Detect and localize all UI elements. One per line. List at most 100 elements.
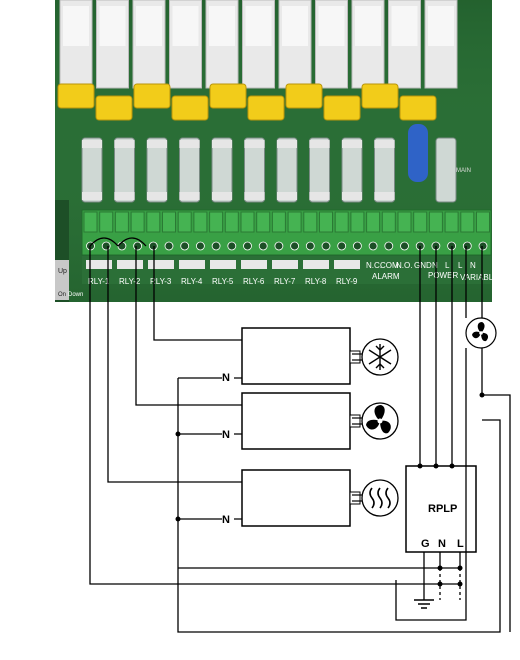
relay-label-box	[179, 260, 205, 269]
power-label: POWER	[428, 271, 458, 280]
relay-label-box	[334, 260, 360, 269]
fan-glyph	[366, 405, 391, 434]
device-heater	[241, 469, 351, 527]
fuse-cap	[114, 140, 135, 148]
terminal-screw	[271, 211, 286, 233]
fuse-cap	[342, 192, 362, 200]
terminal-screw	[413, 211, 428, 233]
fuse-cap	[212, 140, 232, 148]
terminal-screw	[83, 211, 98, 233]
relay-label-5: RLY-5	[212, 277, 234, 286]
power-gnd-label: GND	[414, 261, 432, 270]
fuse	[374, 137, 395, 203]
main-label: MAIN	[456, 168, 471, 174]
terminal-screw	[99, 211, 114, 233]
relay-label-box	[117, 260, 143, 269]
fuse-cap	[244, 140, 265, 148]
terminal-hole	[290, 241, 300, 251]
fuse-cap	[82, 140, 102, 148]
relay-label-box	[210, 260, 236, 269]
relay-label-plate	[428, 6, 454, 46]
terminal-hole	[274, 241, 284, 251]
terminal-hole	[384, 241, 394, 251]
relay-label-plate	[209, 6, 235, 46]
rplp-g-label: G	[421, 538, 430, 550]
fuse	[341, 137, 363, 203]
device-cooling	[241, 327, 351, 385]
rplp-label: RPLP	[428, 503, 457, 515]
relay-label-4: RLY-4	[181, 277, 203, 286]
fuse-cap	[342, 140, 362, 148]
terminal-hole	[243, 241, 252, 251]
fuse	[244, 137, 265, 203]
terminal-hole	[101, 241, 111, 251]
fuse-cap	[277, 192, 297, 200]
fuse	[179, 137, 200, 203]
terminal-hole	[368, 241, 378, 251]
fuse	[309, 137, 330, 203]
down-label: Down	[68, 292, 83, 298]
capacitor	[247, 95, 285, 121]
capacitor	[133, 83, 171, 109]
fuse	[81, 137, 103, 203]
relay-label-9: RLY-9	[336, 277, 358, 286]
terminal-screw	[476, 211, 490, 233]
terminal-screw	[224, 211, 239, 233]
relay-label-plate	[391, 6, 418, 46]
capacitor	[323, 95, 361, 121]
terminal-screw	[162, 211, 176, 233]
terminal-hole	[352, 241, 362, 251]
device-connector	[349, 350, 361, 364]
alarm-nc-label: N.C.	[366, 261, 382, 270]
terminal-screw	[240, 211, 255, 233]
device-3-n-label: N	[222, 514, 230, 526]
relay-label-box	[86, 260, 112, 269]
capacitor	[171, 95, 209, 121]
terminal-hole	[117, 241, 127, 251]
fan-n-label: N	[470, 261, 476, 270]
variable-fan-label: VARIABLE FAN	[460, 273, 517, 282]
rplp-n-label: N	[438, 538, 446, 550]
terminal-hole	[227, 241, 237, 251]
relay-label-7: RLY-7	[274, 277, 296, 286]
capacitor	[361, 83, 399, 109]
fuse-cap	[374, 140, 395, 148]
terminal-hole	[337, 241, 347, 251]
power-n-label: N	[432, 261, 438, 270]
device-connector	[349, 491, 361, 505]
terminal-hole	[305, 241, 315, 251]
relay-label-6: RLY-6	[243, 277, 265, 286]
relay-label-8: RLY-8	[305, 277, 327, 286]
fuse-cap	[212, 192, 232, 200]
capacitor	[95, 95, 133, 121]
terminal-hole	[478, 241, 488, 251]
capacitor	[285, 83, 323, 109]
power-l-label: L	[445, 261, 450, 270]
terminal-screw	[287, 211, 302, 233]
relay-label-1: RLY-1	[88, 277, 110, 286]
jumper-2	[117, 237, 147, 247]
relay-label-box	[148, 260, 174, 269]
fuse-cap	[179, 140, 200, 148]
fuse	[276, 137, 298, 203]
up-label: Up	[58, 268, 67, 275]
terminal-screw	[381, 211, 396, 233]
rplp-l-label: L	[457, 538, 464, 550]
fuse-cap	[244, 192, 265, 200]
fuse-cap	[374, 192, 395, 200]
relay-label-plate	[355, 6, 381, 46]
on-label: On	[58, 292, 66, 298]
capacitor	[209, 83, 247, 109]
relay-label-plate	[245, 6, 272, 46]
device-icons	[349, 322, 489, 517]
terminal-screw	[366, 211, 381, 233]
relay-label-plate	[63, 6, 89, 46]
terminal-screw	[460, 211, 475, 233]
fuse-cap	[309, 140, 330, 148]
terminal-hole	[462, 241, 472, 251]
relay-label-plate	[282, 6, 308, 46]
relay-label-plate	[136, 6, 162, 46]
relay-label-box	[241, 260, 267, 269]
relay-label-plate	[318, 6, 345, 46]
